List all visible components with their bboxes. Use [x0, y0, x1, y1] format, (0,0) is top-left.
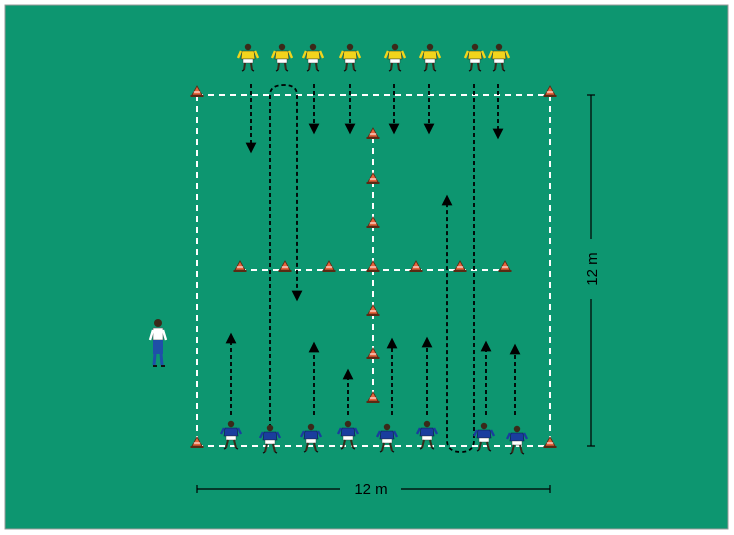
height-label: 12 m: [584, 252, 601, 285]
width-label: 12 m: [354, 481, 387, 498]
field: [5, 5, 728, 529]
